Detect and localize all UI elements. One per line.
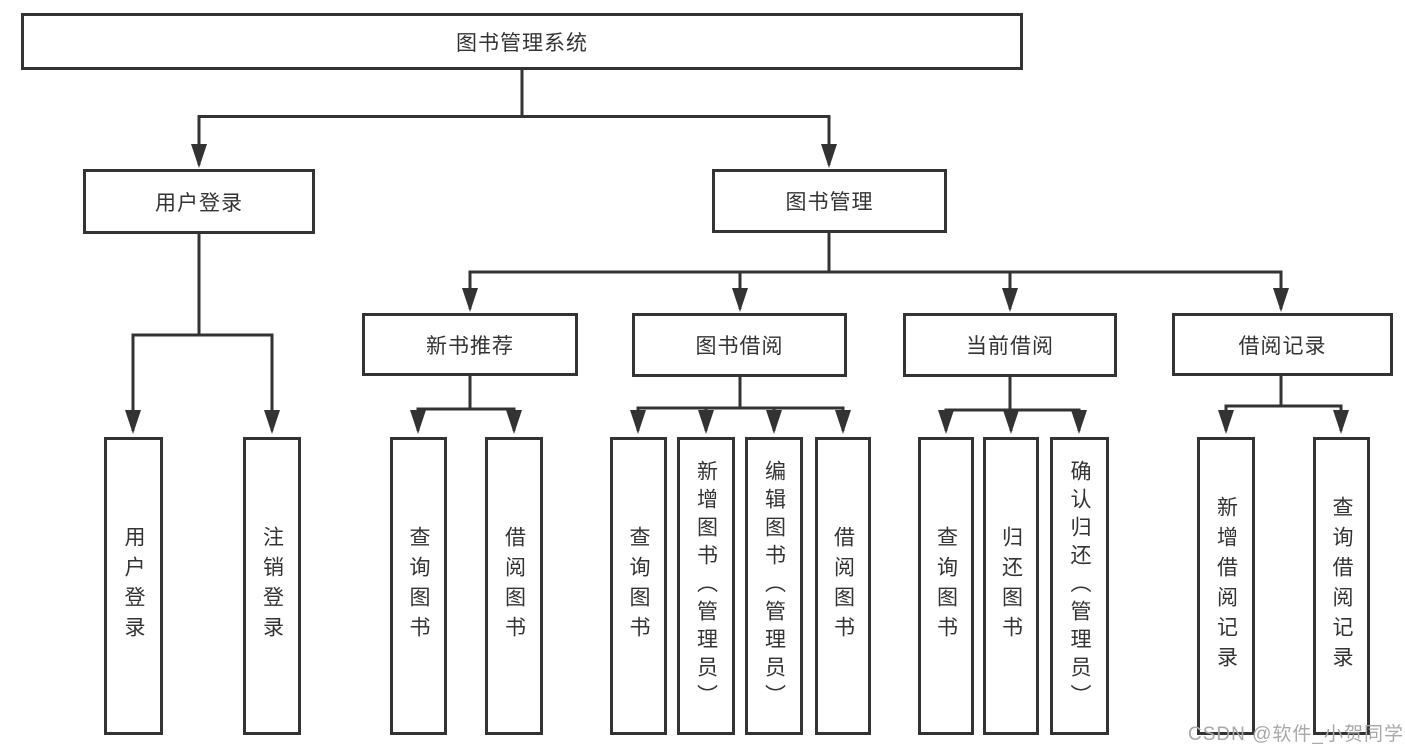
csdn-watermark: CSDN @软件_小贺同学 <box>1188 724 1404 745</box>
node-borrow-records: 借阅记录 <box>1172 313 1393 376</box>
node-new-book-recommend: 新书推荐 <box>362 313 578 376</box>
leaf-borrow-books: 借阅图书 <box>815 437 871 735</box>
leaf-query-books-current: 查询图书 <box>918 437 974 735</box>
leaf-return-books: 归还图书 <box>983 437 1039 735</box>
node-book-borrow: 图书借阅 <box>632 313 847 377</box>
leaf-add-books-admin: 新增图书（管理员） <box>677 437 735 735</box>
leaf-query-books-borrow: 查询图书 <box>610 437 667 735</box>
leaf-edit-books-admin: 编辑图书（管理员） <box>745 437 803 735</box>
node-root-library-system: 图书管理系统 <box>21 13 1023 70</box>
node-book-management: 图书管理 <box>712 169 947 233</box>
leaf-add-borrow-record: 新增借阅记录 <box>1197 437 1255 735</box>
node-current-borrow: 当前借阅 <box>903 313 1117 377</box>
leaf-borrow-books-recommend: 借阅图书 <box>485 437 543 735</box>
leaf-query-borrow-record: 查询借阅记录 <box>1313 437 1370 735</box>
leaf-query-books-recommend: 查询图书 <box>390 437 447 735</box>
leaf-logout: 注销登录 <box>243 437 301 735</box>
node-user-login: 用户登录 <box>83 169 315 234</box>
leaf-user-login: 用户登录 <box>104 437 163 735</box>
leaf-confirm-return-admin: 确认归还（管理员） <box>1050 437 1109 735</box>
